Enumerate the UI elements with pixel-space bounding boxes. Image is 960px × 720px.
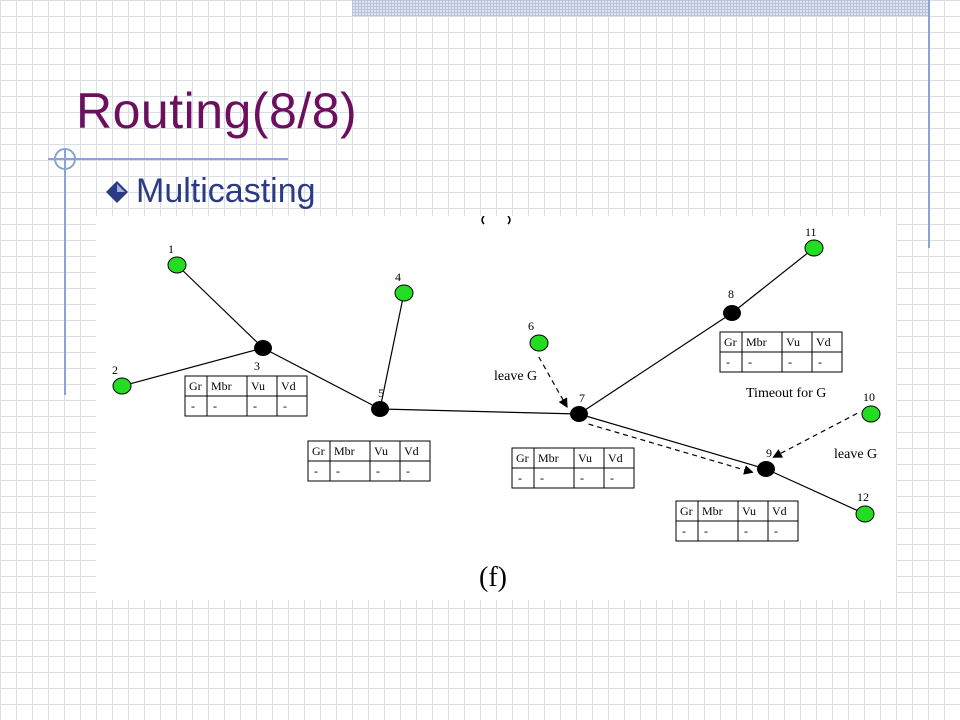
table-header-cell: Gr [680, 504, 693, 518]
node-label-3: 3 [254, 359, 260, 373]
table-value-cell: - [213, 399, 217, 413]
router-node-8 [723, 305, 741, 321]
title-underline [48, 158, 288, 160]
timeout-label: Timeout for G [746, 386, 826, 401]
table-value-cell: - [704, 524, 708, 538]
table-value-cell: - [788, 355, 792, 369]
table-value-cell: - [610, 471, 614, 485]
table-value-cell: - [314, 464, 318, 478]
corner-circle-decoration [54, 148, 76, 170]
table-header-cell: Vu [742, 504, 756, 518]
table-header-cell: Vu [786, 335, 800, 349]
routing-table-node-3: Gr-Mbr-Vu-Vd- [184, 375, 308, 417]
table-header-cell: Vu [374, 444, 388, 458]
slide-title: Routing(8/8) [76, 83, 358, 139]
node-label-9: 9 [766, 446, 772, 460]
member-node-6 [529, 334, 549, 352]
leave-g-right-label: leave G [834, 447, 877, 462]
right-decoration-line [928, 0, 930, 248]
node-label-1: 1 [168, 242, 174, 256]
routing-table-node-5: Gr-Mbr-Vu-Vd- [307, 440, 431, 482]
node-label-4: 4 [395, 270, 401, 284]
router-node-9 [757, 461, 775, 477]
table-header-cell: Mbr [334, 444, 355, 458]
edge-1-3 [176, 264, 264, 349]
router-node-5 [371, 401, 389, 417]
node-label-10: 10 [863, 390, 875, 404]
member-node-12 [855, 505, 875, 523]
router-node-7 [570, 406, 588, 422]
table-header-cell: Gr [189, 379, 202, 393]
table-header-cell: Mbr [702, 504, 723, 518]
table-value-cell: - [336, 464, 340, 478]
routing-table-node-7: Gr-Mbr-Vu-Vd- [511, 447, 635, 489]
dashed-arrow-6-7 [538, 356, 568, 409]
edge-4-5 [379, 292, 405, 410]
table-value-cell: - [726, 355, 730, 369]
dashed-arrow-7-9 [588, 423, 754, 475]
router-node-3 [254, 340, 272, 356]
dashed-arrow-10-9 [772, 412, 858, 458]
bullet-item: Multicasting [104, 172, 316, 211]
table-value-cell: - [748, 355, 752, 369]
node-label-2: 2 [112, 363, 118, 377]
edge-9-12 [765, 468, 866, 515]
member-node-10 [861, 405, 881, 423]
table-header-cell: Mbr [538, 451, 559, 465]
table-header-cell: Mbr [746, 335, 767, 349]
edge-5-7 [379, 408, 580, 415]
table-header-cell: Vd [816, 335, 831, 349]
table-value-cell: - [253, 399, 257, 413]
table-value-cell: - [406, 464, 410, 478]
table-header-cell: Vd [608, 451, 623, 465]
table-header-cell: Vd [772, 504, 787, 518]
table-value-cell: - [191, 399, 195, 413]
diamond-bullet-icon [106, 180, 128, 203]
edge-7-9 [578, 413, 767, 470]
node-label-11: 11 [805, 225, 817, 239]
table-header-cell: Vd [404, 444, 419, 458]
top-decoration-strip [352, 0, 930, 16]
table-header-cell: Gr [724, 335, 737, 349]
member-node-2 [112, 377, 132, 395]
table-header-cell: Vu [251, 379, 265, 393]
node-label-12: 12 [857, 490, 869, 504]
node-label-5: 5 [378, 386, 384, 400]
table-value-cell: - [774, 524, 778, 538]
node-label-7: 7 [579, 391, 585, 405]
node-label-6: 6 [528, 319, 534, 333]
table-value-cell: - [580, 471, 584, 485]
node-label-8: 8 [728, 287, 734, 301]
figure-caption: (f) [479, 562, 507, 593]
leave-g-left-label: leave G [494, 369, 537, 384]
member-node-11 [804, 239, 824, 257]
table-header-cell: Mbr [211, 379, 232, 393]
edge-3-5 [262, 347, 381, 410]
member-node-1 [167, 256, 187, 274]
table-value-cell: - [818, 355, 822, 369]
table-header-cell: Gr [516, 451, 529, 465]
table-header-cell: Vu [578, 451, 592, 465]
table-value-cell: - [540, 471, 544, 485]
member-node-4 [394, 284, 414, 302]
bullet-text: Multicasting [136, 172, 316, 210]
edge-7-8 [578, 312, 733, 415]
routing-table-node-9: Gr-Mbr-Vu-Vd- [675, 500, 799, 542]
table-value-cell: - [744, 524, 748, 538]
left-decoration-line [64, 150, 66, 395]
table-header-cell: Vd [281, 379, 296, 393]
edge-2-3 [121, 347, 264, 387]
table-value-cell: - [283, 399, 287, 413]
edge-8-11 [731, 247, 815, 314]
table-value-cell: - [682, 524, 686, 538]
table-value-cell: - [376, 464, 380, 478]
routing-table-node-8: Gr-Mbr-Vu-Vd- [719, 331, 843, 373]
table-value-cell: - [518, 471, 522, 485]
table-header-cell: Gr [312, 444, 325, 458]
